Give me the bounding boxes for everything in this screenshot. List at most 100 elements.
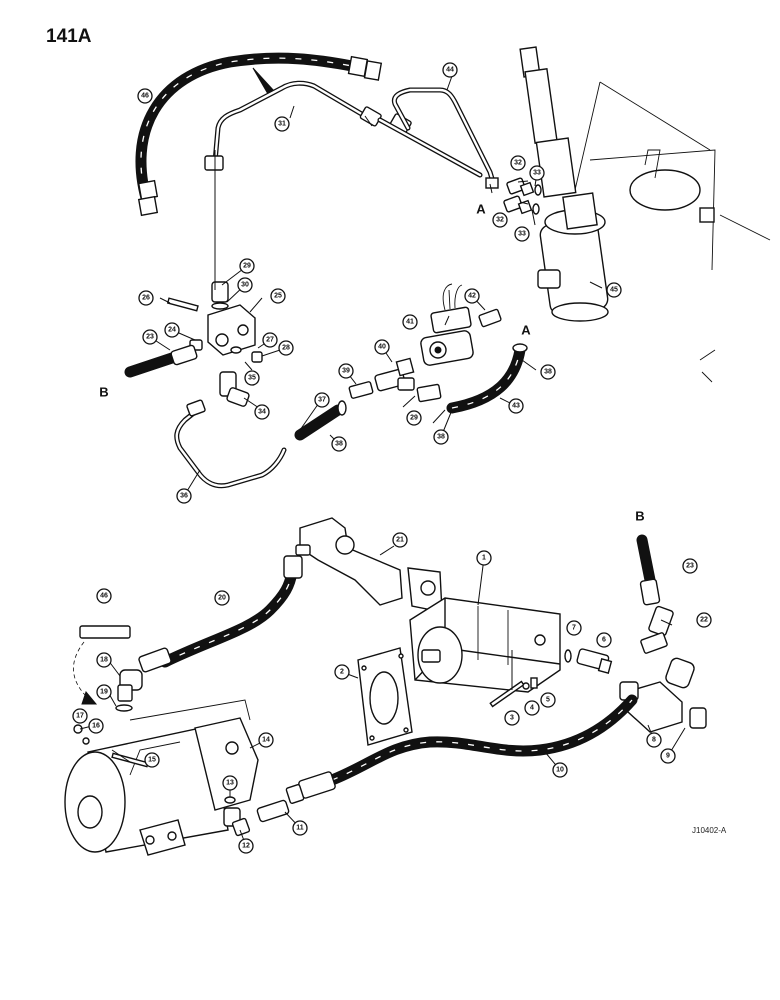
callout-27: 27 — [262, 332, 278, 348]
svg-text:19: 19 — [100, 689, 108, 696]
callout-33-bottom: 33 — [514, 226, 530, 242]
callout-32-bottom: 32 — [492, 212, 508, 228]
callout-37: 37 — [314, 392, 330, 408]
callout-10: 10 — [552, 762, 568, 778]
tube-36 — [174, 399, 287, 489]
pump-1 — [409, 597, 561, 693]
page-label: 141A — [46, 26, 92, 47]
marker-a-upper: A — [476, 202, 486, 217]
cylinder-45 — [519, 46, 771, 383]
callout-33-top: 33 — [529, 165, 545, 181]
svg-text:43: 43 — [512, 403, 520, 410]
fitting-42 — [478, 308, 502, 328]
fitting-11 — [256, 799, 290, 823]
tube-31 — [204, 80, 412, 171]
strap-46 — [79, 625, 131, 639]
pipe-21 — [295, 517, 443, 613]
svg-text:24: 24 — [168, 327, 176, 334]
fitting-22 — [640, 605, 695, 689]
svg-text:33: 33 — [533, 170, 541, 177]
svg-text:10: 10 — [556, 767, 564, 774]
svg-text:35: 35 — [248, 375, 256, 382]
callout-11: 11 — [292, 820, 308, 836]
svg-text:45: 45 — [610, 287, 618, 294]
svg-text:46: 46 — [141, 93, 149, 100]
callout-23-lower: 23 — [682, 558, 698, 574]
svg-text:21: 21 — [396, 537, 404, 544]
svg-text:46: 46 — [100, 593, 108, 600]
callout-22: 22 — [696, 612, 712, 628]
callout-25: 25 — [270, 288, 286, 304]
washer-16 — [82, 737, 90, 745]
svg-text:27: 27 — [266, 337, 274, 344]
tee-fitting-40 — [348, 357, 442, 403]
svg-text:B: B — [635, 509, 644, 524]
callout-36: 36 — [176, 488, 192, 504]
callout-18: 18 — [96, 652, 112, 668]
callout-31: 31 — [274, 116, 290, 132]
svg-text:25: 25 — [274, 293, 282, 300]
callout-32-top: 32 — [510, 155, 526, 171]
strap-path — [73, 641, 91, 701]
hose-10 — [285, 694, 638, 804]
svg-text:29: 29 — [243, 263, 251, 270]
svg-text:B: B — [99, 385, 108, 400]
svg-text:A: A — [521, 323, 531, 338]
callout-17: 17 — [72, 708, 88, 724]
svg-text:1: 1 — [482, 555, 486, 562]
gasket-2 — [357, 647, 413, 746]
svg-text:26: 26 — [142, 295, 150, 302]
callout-38-left: 38 — [331, 436, 347, 452]
svg-text:29: 29 — [410, 415, 418, 422]
hose-43 — [446, 343, 528, 414]
svg-text:9: 9 — [666, 753, 670, 760]
hose-20 — [138, 555, 303, 673]
svg-text:12: 12 — [242, 843, 250, 850]
svg-text:4: 4 — [530, 705, 534, 712]
callout-46-strap: 46 — [96, 588, 112, 604]
marker-b-left: B — [99, 385, 108, 400]
callout-4: 4 — [524, 700, 540, 716]
svg-text:3: 3 — [510, 715, 514, 722]
svg-text:14: 14 — [262, 737, 270, 744]
callout-9: 9 — [660, 748, 676, 764]
fitting-6-7 — [564, 648, 613, 674]
key-pin-3-4-5 — [489, 677, 538, 708]
callout-19: 19 — [96, 684, 112, 700]
callout-23-upper: 23 — [142, 329, 158, 345]
callout-12: 12 — [238, 838, 254, 854]
svg-text:33: 33 — [518, 231, 526, 238]
callout-3: 3 — [504, 710, 520, 726]
svg-text:44: 44 — [446, 67, 454, 74]
svg-text:13: 13 — [226, 780, 234, 787]
svg-text:38: 38 — [335, 441, 343, 448]
svg-text:23: 23 — [686, 563, 694, 570]
marker-b-lower: B — [635, 509, 644, 524]
svg-text:5: 5 — [546, 697, 550, 704]
svg-text:23: 23 — [146, 334, 154, 341]
svg-text:17: 17 — [76, 713, 84, 720]
callout-24: 24 — [164, 322, 180, 338]
hose-46 — [135, 52, 383, 217]
hose-37 — [294, 400, 347, 441]
svg-text:42: 42 — [468, 293, 476, 300]
elbow-fitting-18 — [115, 669, 143, 712]
callout-13: 13 — [222, 775, 238, 791]
block-8 — [619, 681, 707, 733]
callout-46-hose: 46 — [137, 88, 153, 104]
svg-text:16: 16 — [92, 723, 100, 730]
callout-20: 20 — [214, 590, 230, 606]
svg-text:40: 40 — [378, 344, 386, 351]
callout-41: 41 — [402, 314, 418, 330]
svg-text:28: 28 — [282, 345, 290, 352]
callout-34: 34 — [254, 404, 270, 420]
callout-29-upper: 29 — [239, 258, 255, 274]
callout-2: 2 — [334, 664, 350, 680]
svg-text:32: 32 — [514, 160, 522, 167]
callout-38-right: 38 — [540, 364, 556, 380]
svg-text:A: A — [476, 202, 486, 217]
callout-45: 45 — [606, 282, 622, 298]
callout-7: 7 — [566, 620, 582, 636]
svg-text:37: 37 — [318, 397, 326, 404]
